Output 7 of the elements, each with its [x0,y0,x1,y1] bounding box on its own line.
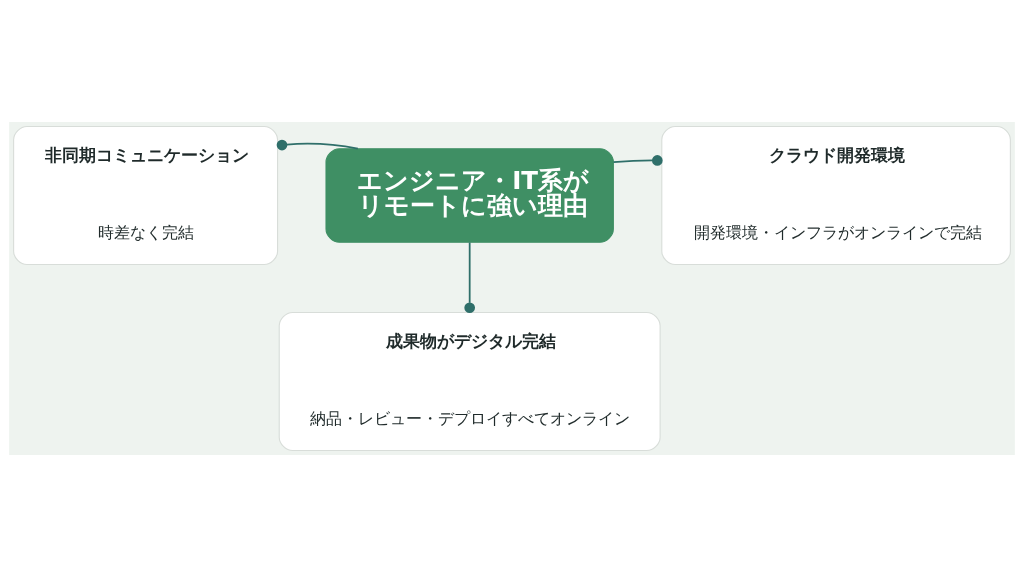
node-box: エンジニア・IT系がリモートに強い理由 [325,147,614,243]
node-box: 成果物がデジタル完結 納品・レビュー・デプロイすべてオンライン [278,311,661,451]
connector [612,154,663,166]
connector [276,139,359,150]
node-box: クラウド開発環境 開発環境・インフラがオンラインで完結 [661,125,1011,265]
node-box: 非同期コミュニケーション 時差なく完結 [13,125,279,265]
connector [464,241,475,313]
